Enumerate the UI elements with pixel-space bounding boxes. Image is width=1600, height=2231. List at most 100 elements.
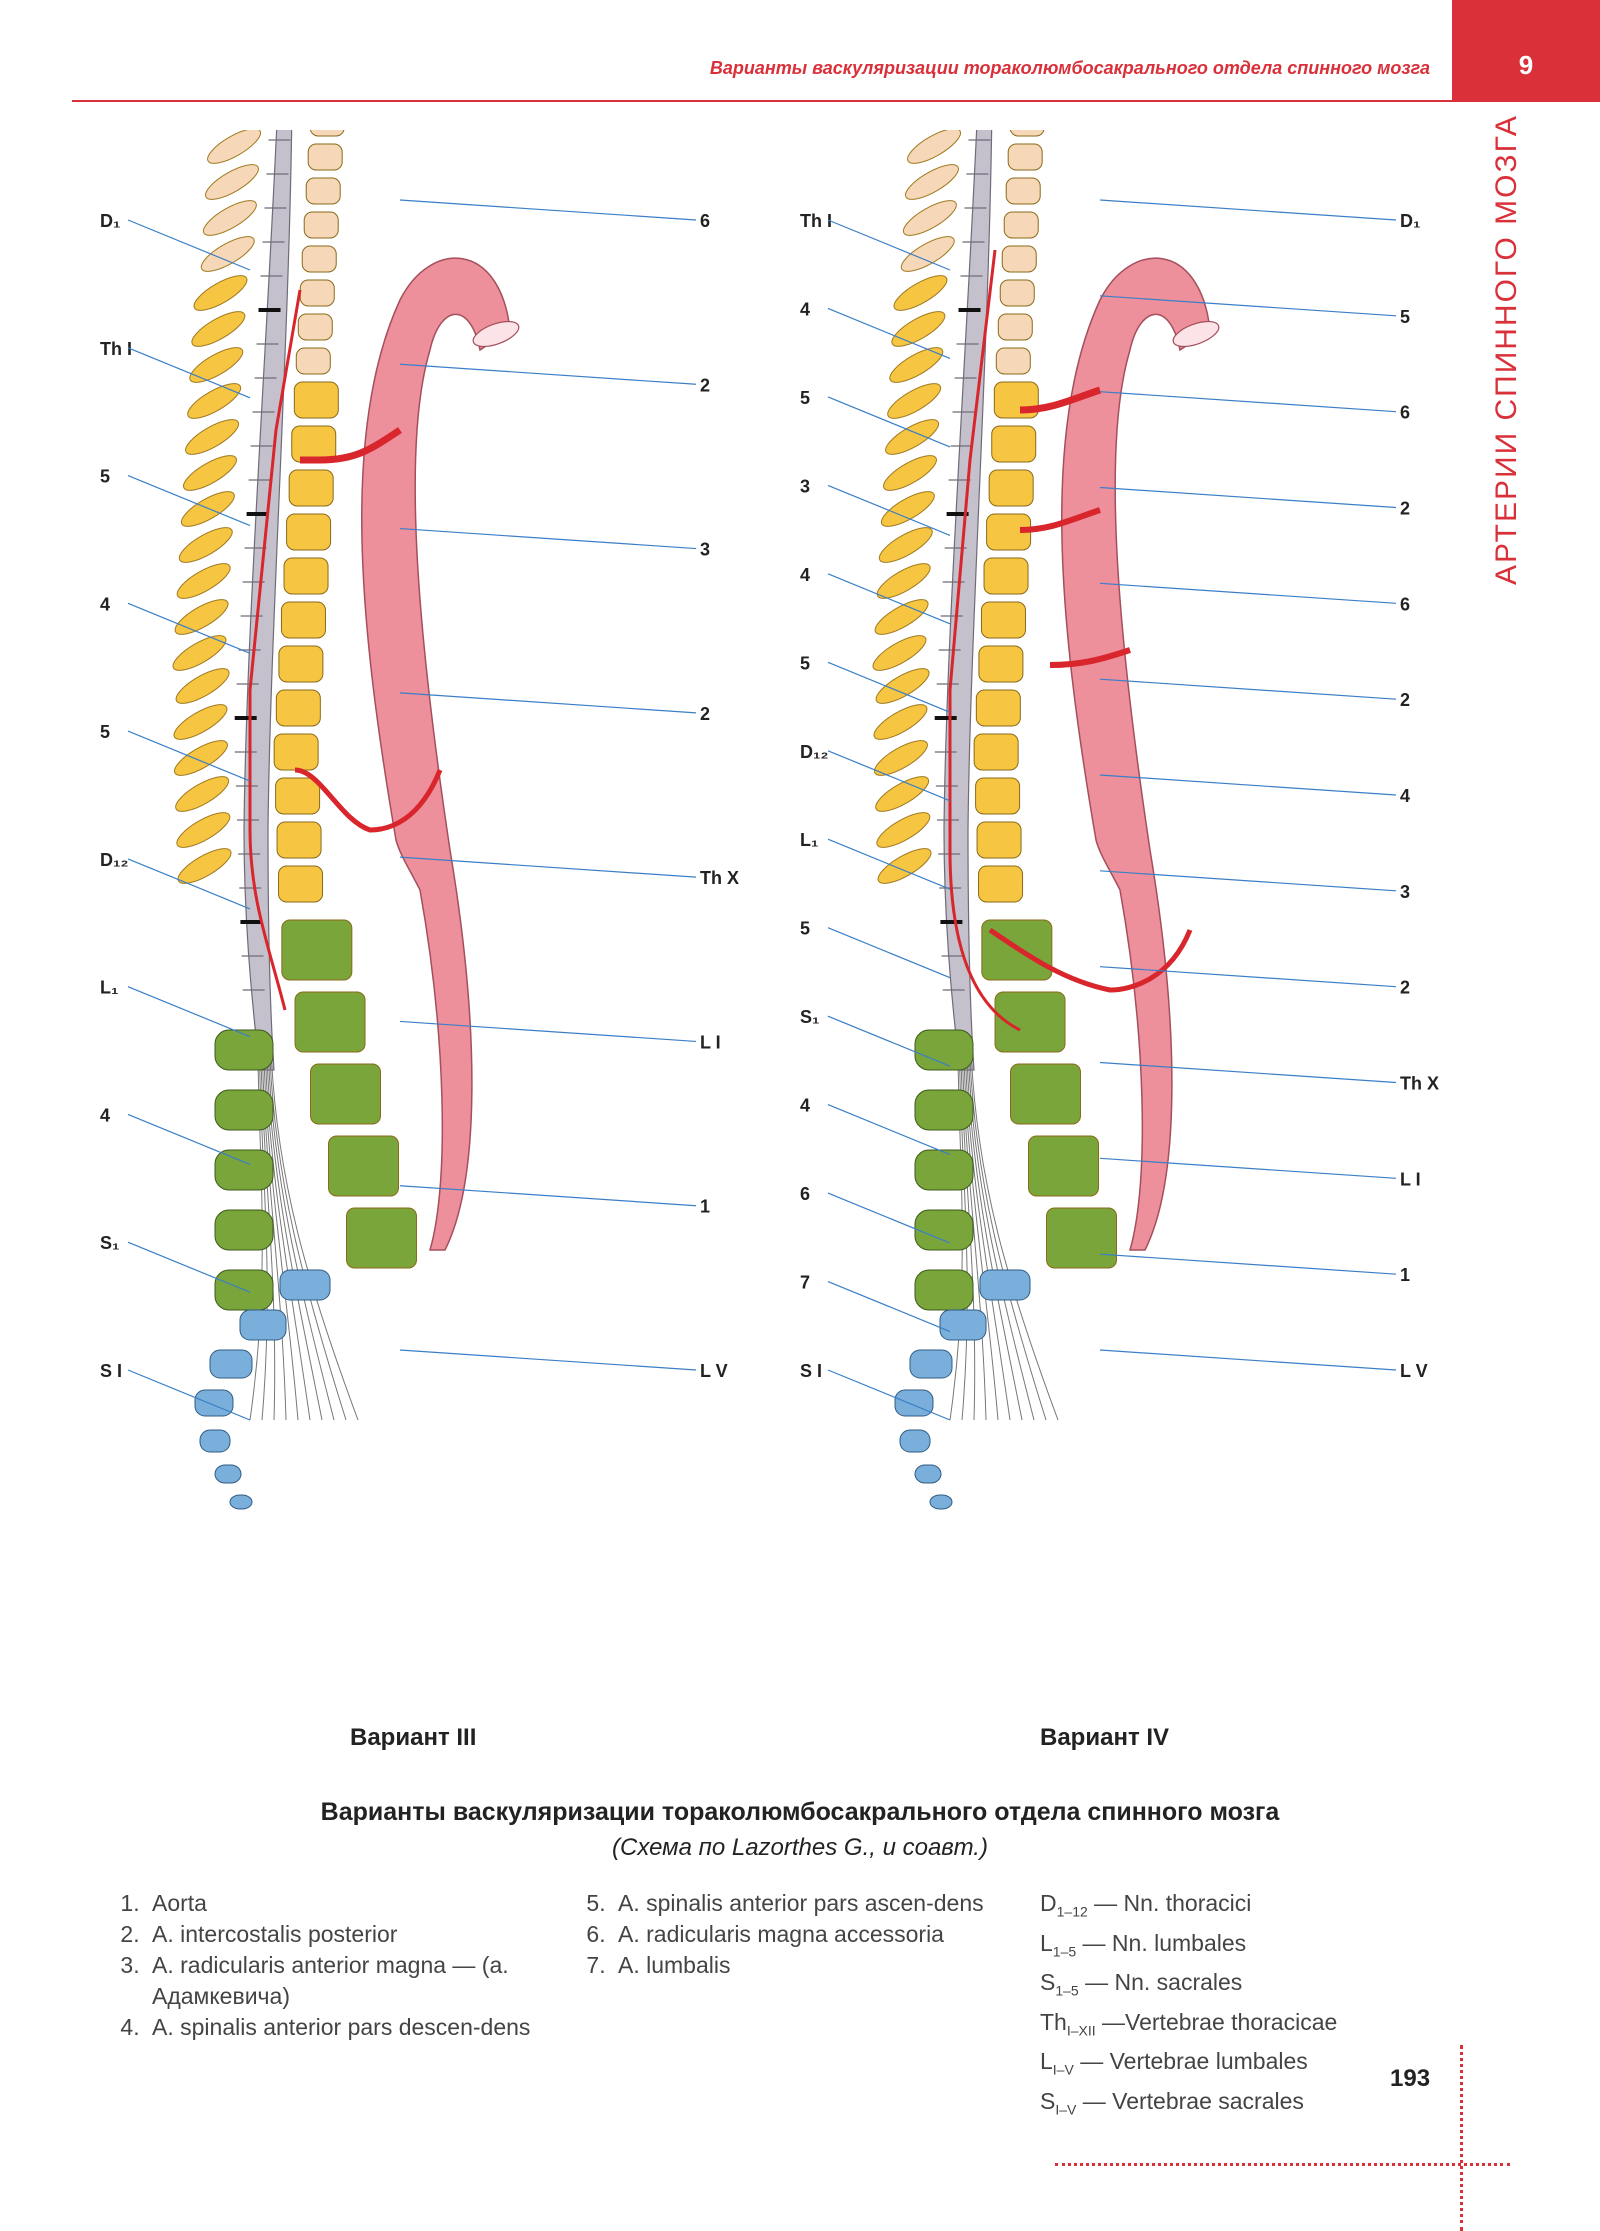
right-label: 2 [1400,978,1410,998]
dotted-rule-horizontal [1055,2163,1510,2166]
vertebral-arch [202,200,257,236]
vertebral-body [1001,245,1037,273]
right-label: Th XII [1400,1074,1440,1094]
vertebral-body [280,601,326,639]
abbr-subscript: I–XII [1066,2022,1096,2039]
vertebral-arch [200,236,255,272]
left-label: 4 [800,1096,810,1116]
leader-line [399,199,697,221]
sacral-segment [914,1464,942,1484]
vertebral-body [276,821,322,859]
vertebral-body [275,777,321,815]
vertebral-body [1009,130,1045,137]
aorta [361,257,511,1251]
vertebral-arch [205,164,259,200]
vertebral-body [973,733,1019,771]
vertebral-arch [172,635,227,671]
vertebral-body [983,557,1029,595]
leader-line [827,661,951,713]
left-label: 5 [800,919,810,939]
right-label: 6 [700,211,710,231]
sacral-segment [899,1429,931,1453]
intercostal-artery [1019,507,1101,533]
right-label: 2 [1400,690,1410,710]
right-label: 3 [700,540,710,560]
sacral-segment [939,1309,987,1341]
sacral-segment [929,1494,953,1510]
sacral-segment [909,1349,953,1379]
leader-line [1099,774,1397,796]
right-label: 2 [700,704,710,724]
left-label: 5 [800,388,810,408]
vertebral-body [295,347,331,375]
left-label: Th I [800,211,832,231]
vertebral-body [975,689,1021,727]
vertebral-arch [177,848,232,884]
left-label: 6 [800,1184,810,1204]
abbr-symbol: D [1040,1890,1057,1916]
abbr-text: — Nn. sacrales [1078,1969,1243,1996]
abbr-row: LI–V — Vertebrae lumbales [1040,2046,1400,2086]
leader-line [1099,870,1397,892]
leader-line [1099,391,1397,413]
vertebral-body [286,513,332,551]
vertebral-body [294,991,366,1053]
leader-line [827,1280,951,1333]
abbr-text: —Vertebrae thoracicae [1095,2008,1338,2035]
sacral-segment [894,1389,934,1417]
vertebral-body [995,347,1031,375]
vertebral-body [307,143,343,171]
vertebral-arch [175,668,230,704]
left-label: 5 [800,653,810,673]
leader-line [827,1015,951,1067]
leader-line [1099,199,1397,221]
vertebral-arch [875,776,930,812]
chapter-tab: 9 [1452,0,1600,102]
leader-line [127,219,251,271]
sacral-segment [229,1494,253,1510]
vertebral-arch [176,812,231,848]
radicular-artery [1049,647,1131,668]
right-label: 2 [1400,499,1410,519]
vertebral-body [978,645,1024,683]
vertebral-arch [178,527,233,563]
vertebral-arch [873,740,928,776]
abbr-subscript: 1–12 [1056,1903,1088,1920]
vertebral-arch [887,383,942,419]
vertebral-body [988,469,1034,507]
leader-line [827,750,951,802]
legend-item: A. spinalis anterior pars descen-dens [146,2012,542,2043]
vertebral-arch [873,704,928,740]
vertebral-arch [876,812,931,848]
abbr-row: L1–5 — Nn. lumbales [1040,1928,1400,1968]
abbr-text: — Nn. lumbales [1076,1929,1247,1956]
left-label: 4 [800,299,810,319]
vertebral-arch [900,236,955,272]
leader-line [1099,295,1397,317]
sacral-segment [239,1309,287,1341]
cauda-equina-fiber [271,1059,359,1421]
right-label: 3 [1400,882,1410,902]
left-label: Th I [100,339,132,359]
leader-line [827,1192,951,1244]
vertebral-arch [173,740,228,776]
lumbar-arch [914,1029,974,1071]
sacral-segment [194,1389,234,1417]
leader-line [827,1369,951,1421]
right-label: 6 [1400,594,1410,614]
sacral-segment [279,1269,331,1301]
leader-line [127,602,251,654]
vertebral-arch [907,130,962,164]
vertebral-body [273,733,319,771]
vertebral-arch [889,347,944,383]
leader-line [127,1241,251,1293]
lumbar-arch [214,1029,274,1071]
leader-line [399,1185,697,1207]
variant-iii-caption: Вариант III [350,1724,477,1751]
legend-item: A. radicularis magna accessoria [612,1919,998,1950]
leader-line [827,573,951,625]
abbr-row: D1–12 — Nn. thoracici [1040,1888,1400,1928]
left-label: 4 [800,565,810,585]
